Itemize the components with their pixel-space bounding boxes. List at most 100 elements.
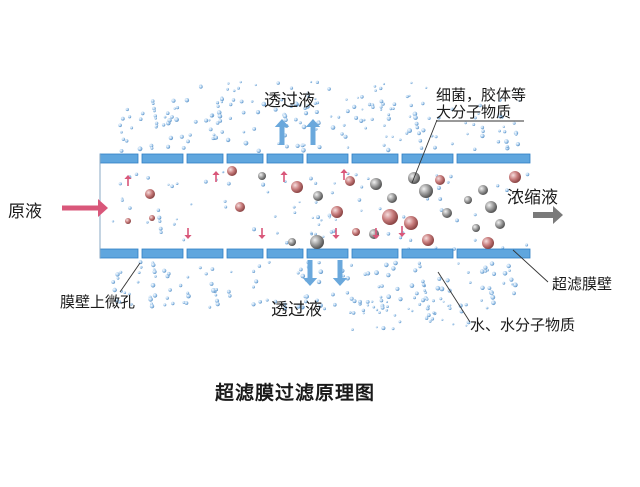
large-particle [478,185,488,195]
water-particle [378,207,382,211]
small-flow-arrow [332,228,340,239]
water-particle [421,101,425,106]
large-particle [288,238,296,246]
water-particle [446,304,450,307]
water-particle [267,260,271,264]
water-particle [311,216,314,219]
water-particle [154,275,157,278]
water-particle [428,320,432,323]
water-particle [273,299,278,304]
water-particle [349,263,353,267]
water-particle [373,85,377,88]
water-particle [146,221,149,224]
water-particle [220,97,224,102]
water-particle [485,306,489,310]
water-particle [449,174,453,179]
water-particle [250,100,254,103]
water-particle [391,266,396,271]
water-particle [306,94,311,98]
water-particle [146,176,150,180]
water-particle [386,232,391,236]
water-particle [465,324,468,327]
water-particle [427,116,431,120]
water-particle [298,267,303,272]
water-particle [298,103,302,106]
water-particle [152,269,157,274]
water-particle [261,182,266,187]
water-particle [417,131,421,136]
water-particle [198,266,202,270]
water-particle [314,181,318,185]
water-particle [409,283,415,288]
water-particle [414,121,419,126]
water-particle [450,107,454,111]
water-particle [386,305,389,308]
water-particle [255,110,261,115]
water-particle [118,182,122,186]
water-particle [491,271,497,276]
water-particle [152,106,156,111]
water-particle [306,91,310,95]
water-particle [506,263,511,269]
water-particle [437,116,441,120]
water-particle [186,291,190,295]
water-particle [295,143,300,148]
water-particle [502,271,508,276]
water-particle [525,243,529,247]
water-particle [418,138,423,143]
water-particle [375,308,379,312]
water-particle [386,272,391,278]
water-particle [381,326,386,331]
water-particle [409,238,413,242]
water-particle [345,109,350,114]
water-particle [455,218,459,223]
large-particle [509,171,521,183]
large-particle [149,215,155,221]
water-particle [410,81,413,85]
water-particle [382,82,386,86]
large-particle [331,206,343,218]
water-particle [317,308,320,311]
water-particle [491,300,496,306]
water-particle [167,118,172,123]
water-particle [407,307,410,310]
water-particle [117,300,122,304]
water-particle [129,302,133,306]
water-particle [351,328,354,331]
water-particle [320,219,323,222]
water-particle [402,215,406,219]
large-particle [464,196,472,204]
water-particle [168,288,172,292]
water-particle [327,213,332,218]
water-particle [386,116,391,121]
water-particle [155,124,159,127]
water-particle [508,269,511,272]
water-particle [354,115,359,120]
water-particle [178,283,183,288]
water-particle [289,104,293,108]
water-particle [171,98,176,103]
water-particle [166,144,171,149]
water-particle [398,320,402,324]
water-particle [385,300,389,304]
water-particle [349,296,354,301]
feed-label: 原液 [8,202,42,222]
small-flow-arrow [398,226,406,237]
water-particle [359,118,364,123]
water-particle [214,293,218,297]
water-particle [328,216,331,219]
large-particle [291,181,303,193]
large-particle [227,166,237,176]
large-particle [435,175,445,185]
water-particle [398,297,403,302]
large-particle [387,193,397,203]
water-particle [343,134,348,139]
water-particle [525,172,530,177]
concentrate-arrow [533,206,563,224]
water-particle [296,304,301,309]
permeate-arrow-down [332,260,348,286]
water-particle [119,270,123,274]
water-particle [379,99,384,104]
membrane-wall-bottom-segment [141,248,184,259]
water-particle [412,111,418,117]
